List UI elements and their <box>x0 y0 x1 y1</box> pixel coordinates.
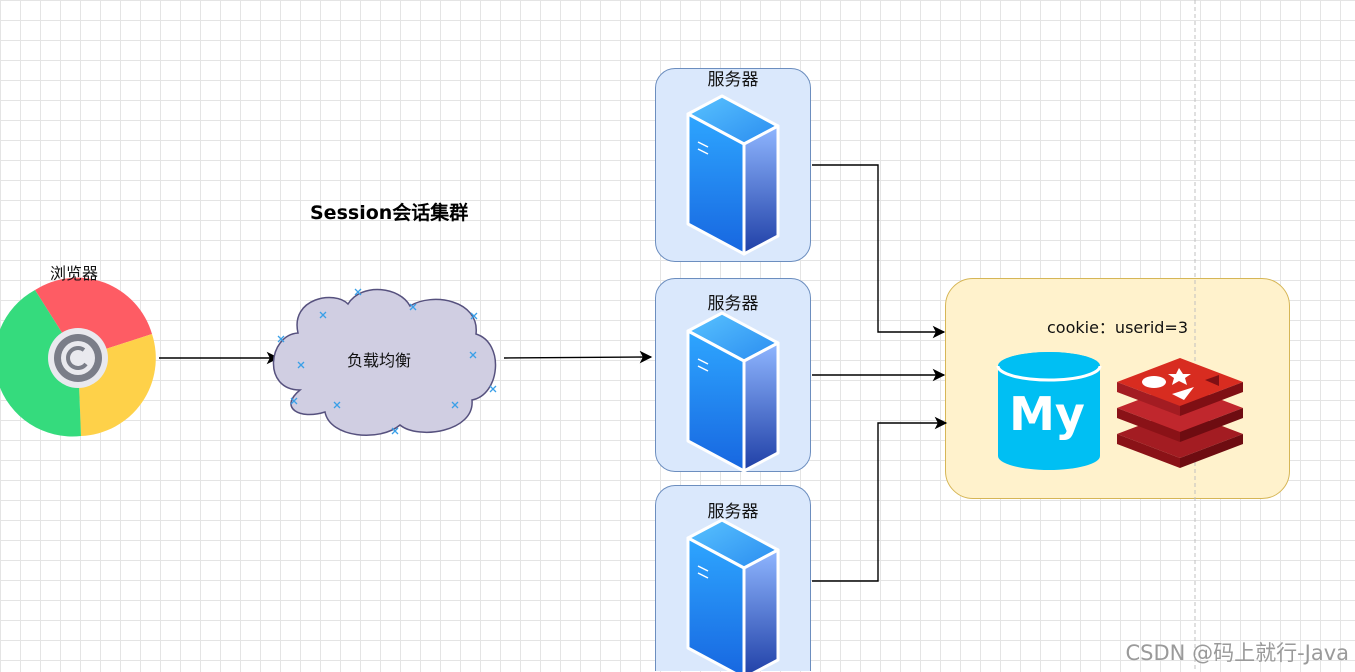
edge-lb-to-server <box>503 350 653 364</box>
diagram-title: Session会话集群 <box>310 202 469 224</box>
server-label: 服务器 <box>707 70 759 90</box>
browser-label: 浏览器 <box>50 264 99 283</box>
watermark: CSDN @码上就行-Java <box>1125 641 1349 665</box>
server-node[interactable]: 服务器 <box>655 68 811 262</box>
redis-icon[interactable] <box>1117 358 1243 468</box>
server-label: 服务器 <box>707 294 759 314</box>
chrome-browser-icon[interactable] <box>0 277 156 437</box>
load-balancer-cloud[interactable] <box>272 288 497 436</box>
server-node[interactable]: 服务器 <box>655 485 811 672</box>
edge-server3-to-storage <box>812 416 948 582</box>
svg-text:My: My <box>1009 387 1085 441</box>
server-node[interactable]: 服务器 <box>655 278 811 473</box>
edge-server1-to-storage <box>812 164 946 339</box>
server-label: 服务器 <box>707 502 759 522</box>
load-balancer-label: 负载均衡 <box>347 351 412 370</box>
storage-label: cookie：userid=3 <box>1047 318 1189 337</box>
mysql-icon[interactable]: My <box>996 352 1102 470</box>
